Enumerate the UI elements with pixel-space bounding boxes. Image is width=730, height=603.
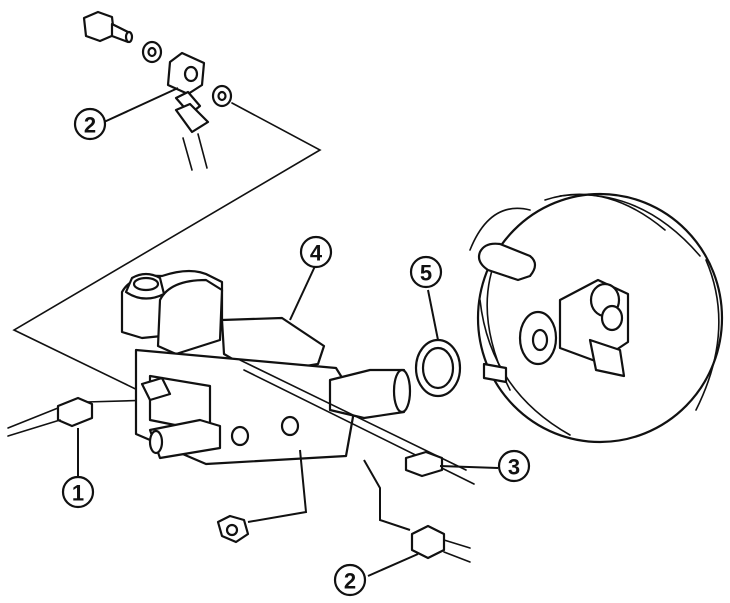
banjo-fitting xyxy=(166,51,210,134)
brake-pipe-upper xyxy=(182,133,208,171)
o-ring xyxy=(414,338,462,398)
brake-pipe-lower xyxy=(410,524,471,563)
sensor-connector xyxy=(7,396,94,437)
callout-5: 5 xyxy=(409,255,443,289)
callout-1-label: 1 xyxy=(72,481,84,506)
callout-2-top: 2 xyxy=(73,107,107,141)
copper-washer-upper xyxy=(141,40,163,64)
callout-1: 1 xyxy=(61,475,95,509)
callout-2-top-label: 2 xyxy=(84,113,96,138)
union-bolt xyxy=(82,10,134,44)
callout-4: 4 xyxy=(299,235,333,269)
callout-3-label: 3 xyxy=(508,455,520,480)
lock-nut xyxy=(216,514,250,544)
callout-4-label: 4 xyxy=(310,241,323,266)
brake-booster xyxy=(469,192,724,444)
callout-5-label: 5 xyxy=(420,261,432,286)
leader-lines xyxy=(77,87,499,577)
callout-2-bottom: 2 xyxy=(333,563,367,597)
copper-washer-lower xyxy=(211,84,233,108)
callout-2-bottom-label: 2 xyxy=(344,569,356,594)
master-cylinder xyxy=(120,269,412,466)
brake-pipe-right xyxy=(239,359,475,485)
callout-3: 3 xyxy=(497,449,531,483)
